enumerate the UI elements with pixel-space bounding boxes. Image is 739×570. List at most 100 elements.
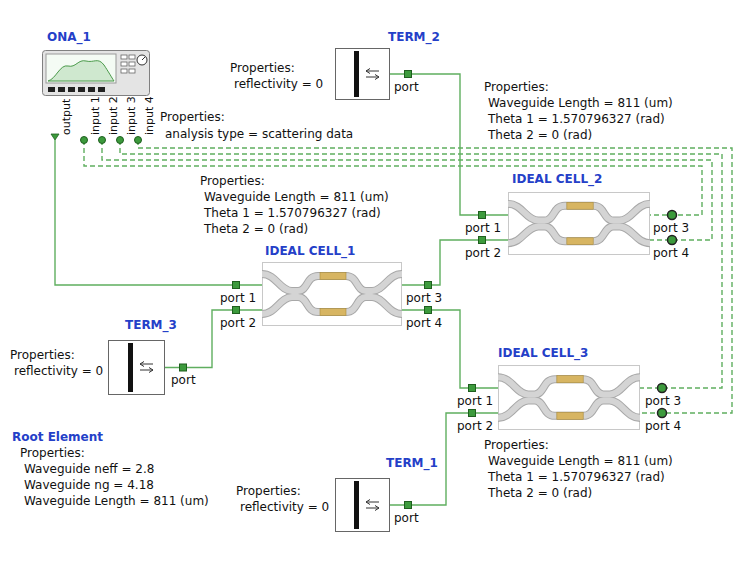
terminator-icon	[109, 341, 165, 395]
property-text: port 3	[406, 291, 442, 306]
waveguide-connector	[402, 240, 508, 285]
analyzer-icon-part	[142, 57, 145, 60]
property-text: Properties:	[230, 61, 295, 76]
analyzer-icon-part	[121, 55, 127, 59]
terminator-icon-part	[128, 343, 133, 392]
mzi-cell-block: IDEAL CELL_1	[262, 262, 402, 326]
port-name: output	[60, 99, 73, 135]
component-name: TERM_1	[386, 456, 438, 471]
port-pin	[405, 502, 412, 509]
property-text: Theta 2 = 0 (rad)	[204, 222, 308, 237]
property-text: Waveguide Length = 811 (um)	[488, 96, 673, 111]
property-text: port 4	[406, 316, 442, 331]
analyzer-icon	[43, 51, 150, 96]
port-pin	[668, 211, 677, 220]
terminator-icon-part	[366, 69, 379, 80]
mzi-cell-block: IDEAL CELL_2	[508, 192, 650, 255]
property-text: Waveguide Length = 811 (um)	[204, 190, 389, 205]
port-pin	[405, 71, 412, 78]
mzi-cell-block: IDEAL CELL_3	[498, 365, 640, 430]
property-text: Theta 1 = 1.570796327 (rad)	[488, 470, 665, 485]
waveguide-connector	[165, 310, 262, 368]
port-pin	[658, 409, 667, 418]
property-text: port	[171, 373, 196, 388]
analyzer-icon-part	[137, 55, 147, 65]
analyzer-icon-part	[78, 87, 85, 92]
property-text: port 2	[465, 246, 501, 261]
analyzer-icon-part	[129, 62, 135, 66]
property-text: Properties:	[236, 484, 301, 499]
property-text: Waveguide Length = 811 (um)	[488, 454, 673, 469]
terminator-icon-part	[366, 500, 379, 511]
terminator-icon-part	[354, 481, 359, 529]
analyzer-icon-part	[121, 62, 127, 66]
port-pin	[135, 137, 142, 144]
analyzer-icon-part	[48, 87, 55, 92]
property-text: port 1	[457, 394, 493, 409]
port-name: input 3	[125, 96, 138, 135]
mzi-cell-icon	[508, 192, 650, 254]
port-name: input 4	[143, 96, 156, 135]
property-text: Theta 2 = 0 (rad)	[488, 128, 592, 143]
property-text: Properties:	[10, 348, 75, 363]
property-text: port	[394, 80, 419, 95]
analyzer-icon-part	[88, 87, 95, 92]
port-name: input 1	[89, 96, 102, 135]
property-text: port 3	[653, 221, 689, 236]
terminator-block: TERM_2	[335, 48, 390, 100]
component-name: IDEAL CELL_1	[265, 244, 355, 259]
waveguide-connector	[390, 74, 508, 215]
property-text: reflectivity = 0	[240, 500, 329, 515]
analyzer-icon-part	[48, 61, 114, 81]
port-pin	[469, 410, 476, 417]
terminator-block: TERM_1	[335, 478, 390, 532]
port-pin	[117, 137, 124, 144]
property-text: Properties:	[484, 438, 549, 453]
property-text: Waveguide neff = 2.8	[24, 462, 154, 477]
component-name: TERM_3	[125, 318, 177, 333]
property-text: Waveguide ng = 4.18	[24, 478, 154, 493]
property-text: Properties:	[160, 110, 225, 125]
port-pin	[479, 237, 486, 244]
scattering-data-link	[102, 140, 712, 240]
analyzer-icon-part	[129, 69, 135, 73]
property-text: Properties:	[200, 174, 265, 189]
port-pin	[99, 137, 106, 144]
component-name: IDEAL CELL_2	[512, 172, 602, 187]
terminator-icon-part	[336, 49, 390, 100]
analyzer-icon-part	[121, 69, 127, 73]
analyzer-icon-part	[43, 51, 150, 96]
property-text: Waveguide Length = 811 (um)	[24, 494, 209, 509]
component-name: TERM_2	[388, 30, 440, 45]
property-text: Properties:	[484, 80, 549, 95]
property-text: port 1	[220, 291, 256, 306]
port-pin	[425, 307, 432, 314]
property-text: port 2	[220, 316, 256, 331]
port-pin	[658, 384, 667, 393]
component-name: ONA_1	[47, 30, 91, 45]
terminator-icon-part	[109, 341, 165, 395]
mzi-cell-icon	[262, 263, 402, 326]
property-text: port	[394, 511, 419, 526]
port-pin	[425, 282, 432, 289]
port-pin	[479, 212, 486, 219]
port-pin	[51, 134, 59, 140]
scattering-data-link	[84, 140, 702, 215]
property-text: port 2	[457, 419, 493, 434]
port-name: input 2	[107, 96, 120, 135]
terminator-icon-part	[140, 362, 153, 373]
analyzer-icon-part	[58, 87, 65, 92]
property-text: reflectivity = 0	[234, 77, 323, 92]
waveguide-connector	[402, 310, 498, 388]
scattering-data-link	[120, 140, 722, 388]
property-text: port 1	[465, 221, 501, 236]
port-pin	[469, 385, 476, 392]
terminator-icon	[336, 49, 390, 100]
port-pin	[81, 137, 88, 144]
analyzer-icon-part	[129, 55, 135, 59]
property-text: analysis type = scattering data	[165, 127, 353, 142]
terminator-icon-part	[336, 479, 390, 532]
component-name: IDEAL CELL_3	[498, 346, 588, 361]
port-pin	[233, 282, 240, 289]
